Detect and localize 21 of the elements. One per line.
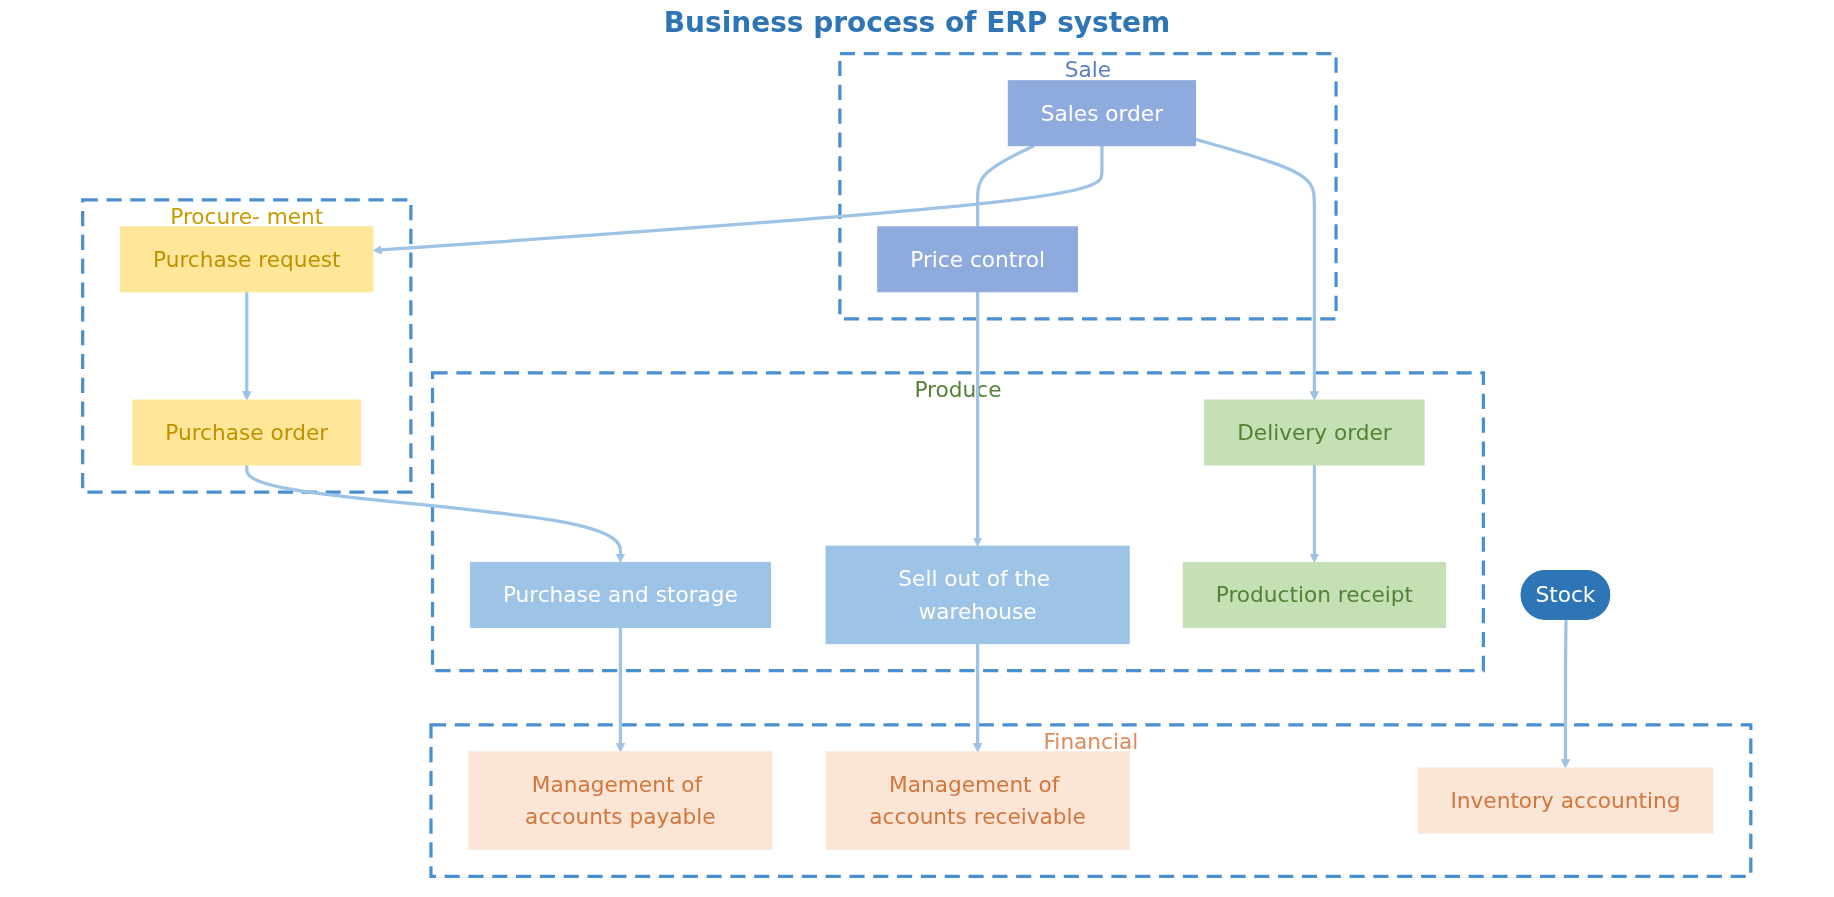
arrow bbox=[973, 643, 983, 753]
node-box: Sales order bbox=[1008, 80, 1197, 147]
node-box: Inventory accounting bbox=[1417, 767, 1714, 834]
node-box: Management of accounts payable bbox=[468, 751, 773, 850]
arrow bbox=[245, 465, 626, 563]
connector bbox=[976, 144, 1036, 227]
arrow bbox=[615, 627, 626, 753]
node-box: Production receipt bbox=[1183, 561, 1447, 628]
node-box: Purchase order bbox=[132, 399, 362, 466]
arrow bbox=[1309, 465, 1320, 563]
node-box: Management of accounts receivable bbox=[825, 751, 1130, 850]
arrow bbox=[973, 291, 983, 547]
arrow bbox=[1195, 137, 1320, 401]
node-box: Purchase and storage bbox=[470, 561, 772, 628]
node-box: Delivery order bbox=[1204, 399, 1425, 466]
node-box: Purchase request bbox=[120, 226, 374, 293]
node-box: Sell out of the warehouse bbox=[825, 545, 1130, 645]
node-box: Price control bbox=[877, 226, 1079, 293]
arrow bbox=[1560, 619, 1571, 769]
arrow bbox=[242, 291, 252, 401]
diagram-title: Business process of ERP system bbox=[662, 6, 1172, 39]
